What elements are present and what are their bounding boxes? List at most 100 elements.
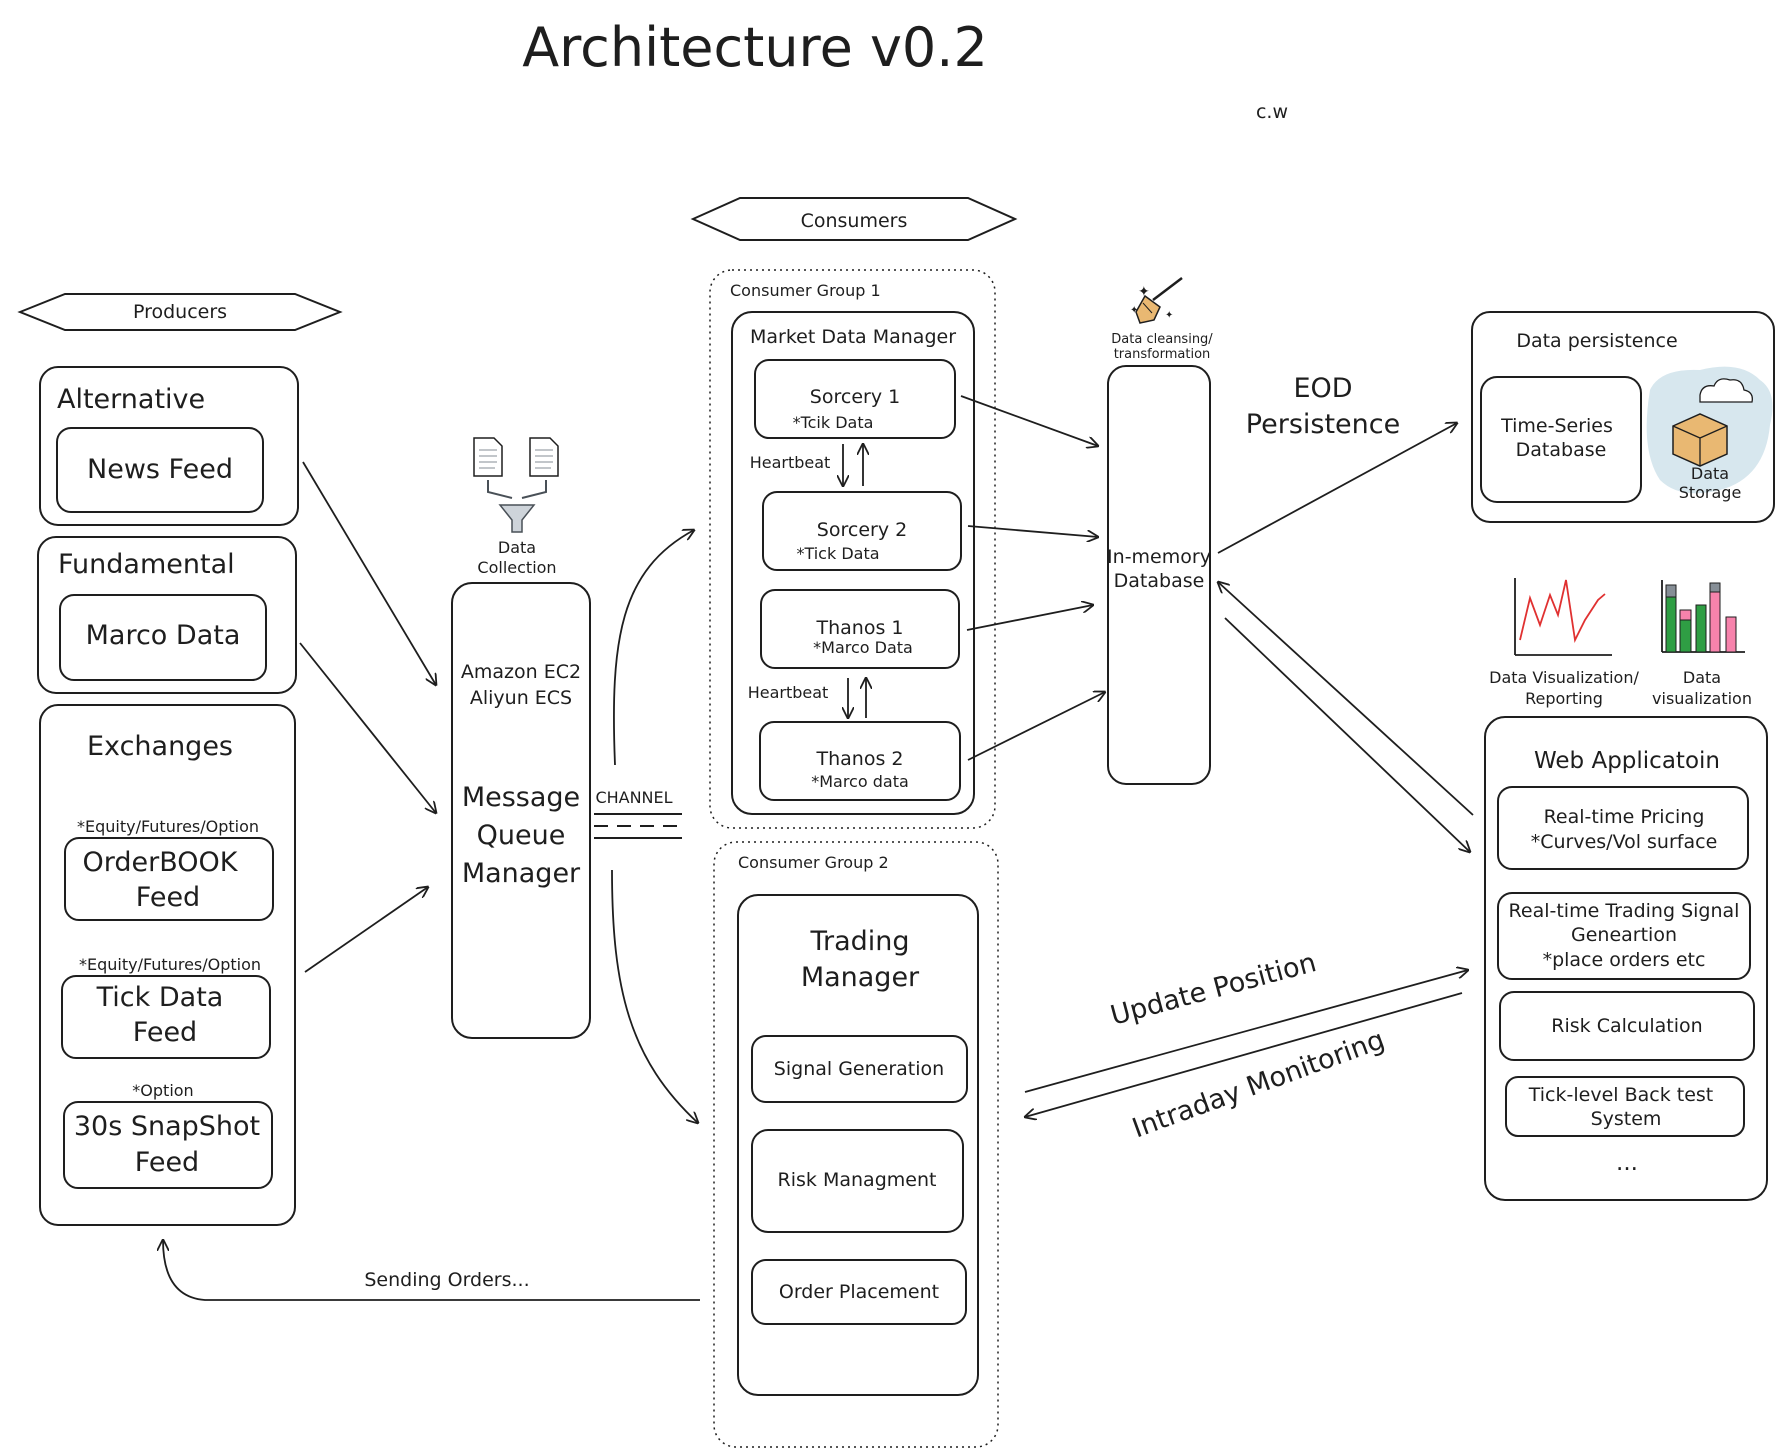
tick-note: *Equity/Futures/Option [79,955,261,974]
exchanges-label: Exchanges [87,731,233,762]
mq-label-line2: Queue [477,820,566,851]
funnel-icon [487,480,547,533]
fundamental-group [37,536,297,694]
sorcery-2-note: *Tick Data [796,544,879,563]
tsdb-line2: Database [1516,439,1607,461]
data-collection-line1: Data [498,538,536,557]
web-app-more: ... [1616,1150,1638,1176]
tsdb-line1: Time-Series [1500,415,1613,437]
sorcery-2-name: Sorcery 2 [817,519,907,541]
sending-orders-label: Sending Orders... [364,1269,529,1291]
arrow-webapp-to-db [1218,582,1474,816]
in-memory-database-node [1107,365,1211,785]
documents-icon [473,437,559,477]
in-memory-db-line1: In-memory [1107,546,1211,568]
arrow-mq-to-group1 [613,530,694,766]
sorcery-1-node [754,359,956,439]
channel-label: CHANNEL [595,788,672,807]
svg-text:✦: ✦ [1138,284,1150,300]
snapshot-feed-node [63,1101,273,1189]
arrow-thanos2-to-db [967,692,1105,761]
mq-hosts-line1: Amazon EC2 [461,661,581,683]
intraday-monitoring-label: Intraday Monitoring [1128,1024,1389,1144]
orderbook-feed-node [64,837,274,921]
back-test-line1: Tick-level Back test [1528,1084,1713,1106]
data-storage-line2: Storage [1679,483,1742,502]
cleansing-line2: transformation [1114,347,1211,362]
thanos-2-name: Thanos 2 [816,748,904,770]
arrow-thanos1-to-db [966,605,1093,631]
risk-management-node [751,1129,964,1233]
arrow-sorcery2-to-db [967,525,1098,537]
tick-data-feed-line1: Tick Data [96,982,224,1013]
arrow-sorcery1-to-db [960,395,1098,446]
web-application-label: Web Applicatoin [1534,748,1720,774]
alternative-group [39,366,299,526]
sorcery-1-name: Sorcery 1 [810,386,900,408]
trading-manager-line1: Trading [809,926,909,957]
thanos-2-note: *Marco data [811,772,909,791]
broom-icon: ✦ ✦ ✦ [1130,277,1183,324]
arrow-update-position [1024,970,1468,1093]
data-persistence-group [1471,311,1775,523]
alternative-label: Alternative [57,384,205,415]
reporting-line2: Reporting [1525,689,1603,708]
snapshot-feed-line1: 30s SnapShot [74,1111,260,1142]
cleansing-section: ✦ ✦ ✦ Data cleansing/ transformation In-… [1107,277,1213,785]
consumer-group-2-label: Consumer Group 2 [738,853,889,872]
snapshot-note: *Option [132,1081,193,1100]
trading-manager [737,894,979,1396]
order-placement-label: Order Placement [779,1281,939,1303]
pricing-line2: *Curves/Vol surface [1531,831,1718,853]
eod-line2: Persistence [1246,409,1400,440]
risk-calculation-label: Risk Calculation [1551,1015,1702,1037]
market-data-manager-label: Market Data Manager [750,326,956,348]
author-initials: c.w [1256,101,1288,123]
data-storage-line1: Data [1691,464,1729,483]
heartbeat-2-label: Heartbeat [748,683,829,702]
orderbook-note: *Equity/Futures/Option [77,817,259,836]
consumers-section: Consumers Consumer Group 1 Market Data M… [690,197,1018,1448]
risk-calculation-node [1499,991,1755,1061]
svg-text:✦: ✦ [1130,305,1138,316]
sorcery-1-note: *Tcik Data [793,413,874,432]
package-cloud-icon [1646,366,1773,494]
data-collection-line2: Collection [477,558,556,577]
consumers-header-shape [690,197,1018,241]
consumer-group-1-label: Consumer Group 1 [730,281,881,300]
producers-header: Producers [133,301,227,323]
consumer-group-1 [709,269,996,829]
snapshot-feed-line2: Feed [135,1147,199,1178]
orderbook-feed-line2: Feed [136,882,200,913]
web-application-section: Web Applicatoin Real-time Pricing *Curve… [1484,716,1768,1201]
thanos-1-note: *Marco Data [813,638,913,657]
market-data-manager [731,311,975,815]
consumers-header: Consumers [801,210,908,232]
trading-signal-node [1497,892,1751,980]
arrow-exchanges-to-mq [304,887,428,973]
consumer-group-2 [713,841,999,1448]
risk-management-label: Risk Managment [778,1169,937,1191]
persistence-section: Data persistence Time-Series Database Da… [1471,311,1775,523]
orderbook-feed-line1: OrderBOOK [83,847,239,878]
signal-generation-label: Signal Generation [774,1058,944,1080]
tick-data-feed-line2: Feed [133,1017,197,1048]
producers-header-shape [17,293,343,331]
thanos-2-node [759,721,961,801]
trading-signal-line3: *place orders etc [1543,949,1706,971]
thanos-1-name: Thanos 1 [816,617,904,639]
data-persistence-label: Data persistence [1516,330,1677,352]
tick-data-feed-node [61,975,271,1059]
exchanges-group [39,704,296,1226]
reporting-line1: Data Visualization/ [1489,668,1639,687]
diagram-title: Architecture v0.2 [522,16,988,79]
web-application-group [1484,716,1768,1201]
back-test-line2: System [1591,1108,1662,1130]
arrow-marco-to-mq [299,642,436,813]
eod-line1: EOD [1293,373,1352,404]
signal-generation-node [751,1035,968,1103]
data-viz-line1: Data [1683,668,1721,687]
in-memory-db-line2: Database [1114,570,1205,592]
mq-label-line3: Manager [462,858,581,889]
message-queue-manager-node [451,582,591,1039]
